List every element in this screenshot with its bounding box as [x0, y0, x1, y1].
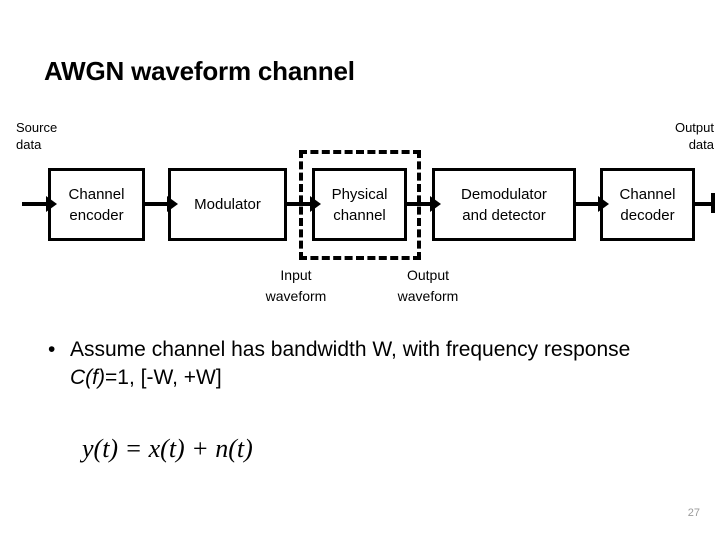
block-label-line2: decoder: [620, 206, 675, 224]
output-waveform-caption-line2: waveform: [397, 288, 459, 304]
connector-physical-channel-to-demodulator: [405, 202, 440, 206]
bullet-text-frequency-response-symbol: C(f): [70, 366, 105, 389]
output-data-label: Output data: [675, 119, 714, 153]
source-data-label-line2: data: [16, 137, 42, 152]
diagram-block-modulator[interactable]: Modulator: [168, 168, 287, 241]
diagram-block-channel-decoder[interactable]: Channel decoder: [600, 168, 695, 241]
connector-demodulator-to-decoder: [574, 202, 608, 206]
block-label-line1: Channel: [619, 185, 676, 203]
block-label-line1: Channel: [68, 185, 125, 203]
bullet-marker-icon: •: [48, 338, 56, 361]
diagram-block-physical-channel[interactable]: Physical channel: [312, 168, 407, 241]
input-waveform-caption-line1: Input: [280, 267, 312, 283]
source-data-label: Source data: [16, 119, 57, 153]
output-data-label-line1: Output: [674, 120, 714, 135]
input-waveform-caption: Input waveform: [240, 265, 352, 307]
arrowhead-into-demodulator: [430, 196, 441, 212]
output-waveform-caption-line1: Output: [406, 267, 450, 283]
output-data-label-line2: data: [688, 137, 714, 152]
block-label-line2: encoder: [69, 206, 124, 224]
bullet-text: Assume channel has bandwidth W, with fre…: [70, 336, 640, 392]
input-waveform-caption-line2: waveform: [265, 288, 327, 304]
output-endcap: [711, 193, 715, 213]
arrowhead-into-physical-channel: [310, 196, 321, 212]
bullet-text-segment-1: Assume channel has bandwidth W, with fre…: [70, 338, 631, 361]
bullet-text-segment-2: =1, [-W, +W]: [105, 366, 222, 389]
diagram-block-channel-encoder[interactable]: Channel encoder: [48, 168, 145, 241]
channel-equation: y(t) = x(t) + n(t): [82, 434, 253, 463]
arrowhead-into-modulator: [167, 196, 178, 212]
arrowhead-into-encoder: [46, 196, 57, 212]
bullet-list-item: • Assume channel has bandwidth W, with f…: [40, 336, 640, 392]
block-diagram: Source data Output data Channel encoder: [0, 105, 720, 315]
block-label-line1: Demodulator: [461, 185, 547, 203]
page-title: AWGN waveform channel: [44, 56, 355, 86]
connector-modulator-to-physical-channel: [285, 202, 320, 206]
page-number: 27: [687, 507, 700, 519]
connector-decoder-to-output: [693, 202, 715, 206]
connector-encoder-to-modulator: [143, 202, 175, 206]
source-data-label-line1: Source: [16, 120, 58, 135]
block-label-line1: Modulator: [194, 196, 261, 213]
block-label-line1: Physical: [331, 185, 388, 203]
arrowhead-into-decoder: [598, 196, 609, 212]
output-waveform-caption: Output waveform: [372, 265, 484, 307]
block-label-line2: and detector: [462, 206, 546, 224]
connector-source-to-encoder: [22, 202, 54, 206]
bullet-list: • Assume channel has bandwidth W, with f…: [40, 336, 640, 392]
diagram-block-demodulator-and-detector[interactable]: Demodulator and detector: [432, 168, 576, 241]
block-label-line2: channel: [333, 206, 386, 224]
